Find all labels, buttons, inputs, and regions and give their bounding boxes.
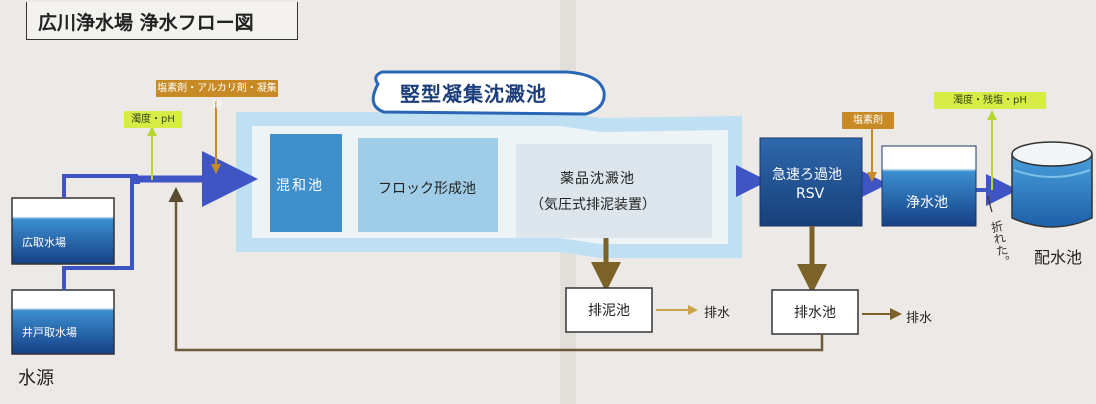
basin-title: 竪型凝集沈澱池	[400, 82, 547, 106]
intake-hirotori-tank	[11, 197, 115, 265]
intake-well-tank	[11, 289, 115, 355]
intake-well-label: 井戸取水場	[22, 326, 77, 339]
chlorine-agent-tag: 塩素剤	[842, 112, 894, 129]
sludge-pond-label: 排泥池	[588, 303, 630, 319]
turbidity-ph-tag: 濁度・pH	[124, 111, 182, 128]
reservoir-water-line	[1013, 169, 1091, 178]
reservoir-top	[1011, 141, 1093, 167]
intake-hirotori-label: 広取水場	[22, 236, 66, 249]
clear-water-basin-label: 浄水池	[906, 195, 948, 211]
sludge-pond-box	[565, 287, 653, 333]
distribution-reservoir-label: 配水池	[1034, 248, 1083, 267]
drain-pond-label: 排水池	[794, 305, 836, 321]
return-line	[168, 187, 824, 352]
drain-label-1: 排水	[704, 306, 731, 321]
clear-water-basin-box	[881, 145, 977, 227]
basin-title-pill	[371, 70, 606, 116]
drain-label-2: 排水	[906, 311, 933, 326]
sedimentation-sub-label: （気圧式排泥装置）	[530, 197, 656, 213]
break-mark	[987, 195, 993, 213]
rapid-filter-label: 急速ろ過池	[772, 167, 842, 183]
rapid-filter-sub-label: RSV	[796, 186, 825, 202]
sedimentation-basin	[516, 144, 712, 238]
drain-pond-box	[771, 289, 859, 335]
chemicals-tag: 塩素剤・アルカリ剤・凝集剤	[156, 80, 278, 111]
sedimentation-label: 薬品沈澱池	[560, 171, 635, 187]
turbidity-residual-ph-tag: 濁度・残塩・pH	[934, 92, 1046, 109]
reservoir-body	[1011, 154, 1093, 228]
title-box	[26, 2, 298, 40]
floc-basin	[358, 138, 498, 232]
mixing-basin	[270, 134, 342, 232]
water-source-label: 水源	[18, 368, 54, 389]
rapid-filter-box	[759, 137, 863, 227]
hirotori-pipe	[62, 174, 138, 198]
floc-basin-label: フロック形成池	[378, 181, 476, 197]
page-title: 広川浄水場 浄水フロー図	[38, 12, 254, 34]
mixing-basin-label: 混和池	[276, 178, 324, 194]
